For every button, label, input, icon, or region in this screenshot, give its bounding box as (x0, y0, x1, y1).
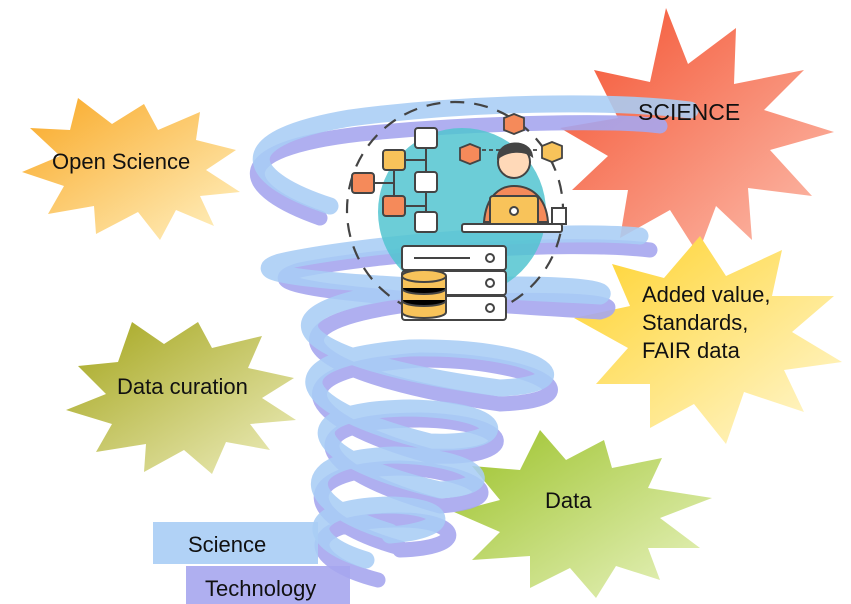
science-burst-label: SCIENCE (638, 99, 740, 125)
data-curation-label: Data curation (117, 374, 248, 399)
flowchart-icon (351, 127, 438, 233)
laptop-icon (461, 195, 567, 233)
science-burst (560, 8, 834, 254)
open-science-label: Open Science (52, 149, 190, 174)
science-legend-bar (153, 522, 318, 564)
cube-icons (459, 113, 563, 165)
data-curation-burst (66, 322, 296, 474)
added-value-label-line2: Standards, (642, 310, 748, 335)
database-icon (401, 269, 447, 319)
science-legend-label: Science (188, 532, 266, 557)
data-scientist-illustration (345, 100, 567, 321)
added-value-burst (574, 236, 842, 444)
technology-legend-label: Technology (205, 576, 316, 601)
open-science-burst (22, 98, 240, 240)
added-value-label-line1: Added value, (642, 282, 770, 307)
science-spiral (252, 95, 699, 569)
data-burst (454, 430, 712, 598)
added-value-label-line3: FAIR data (642, 338, 741, 363)
technology-spiral (249, 115, 668, 588)
data-burst-label: Data (545, 488, 592, 513)
technology-legend-bar (186, 566, 350, 604)
